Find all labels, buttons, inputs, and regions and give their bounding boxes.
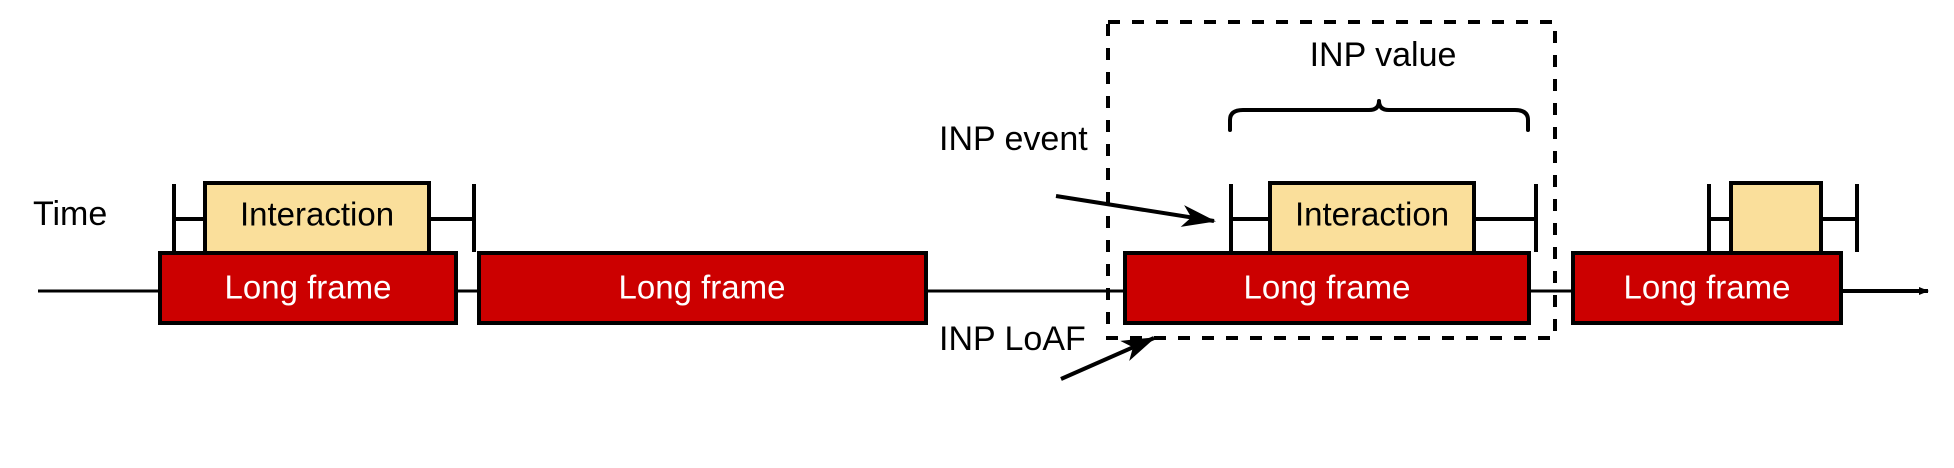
frame-group-1: Interaction Long frame bbox=[158, 181, 476, 325]
inp-event-label: INP event bbox=[939, 120, 1088, 158]
inp-region-dashed-box bbox=[1106, 20, 1557, 340]
interaction-box-3 bbox=[1268, 181, 1476, 255]
long-frame-label-1: Long frame bbox=[225, 269, 392, 306]
long-frame-box-2 bbox=[477, 251, 928, 325]
inp-value-brace bbox=[1228, 99, 1530, 132]
inp-event-arrow bbox=[1055, 194, 1216, 227]
interaction-box-label-1: Interaction bbox=[240, 196, 394, 233]
interaction-box-4 bbox=[1729, 181, 1823, 255]
long-frame-label-2: Long frame bbox=[619, 269, 786, 306]
long-frame-label-3: Long frame bbox=[1244, 269, 1411, 306]
long-frame-box-3 bbox=[1123, 251, 1531, 325]
inp-loaf-arrow bbox=[1060, 336, 1156, 381]
frame-group-2: Long frame bbox=[477, 251, 928, 325]
inp-value-label: INP value bbox=[1310, 36, 1457, 74]
interaction-box-label-3: Interaction bbox=[1295, 196, 1449, 233]
long-frame-box-1 bbox=[158, 251, 458, 325]
inp-value-annotation: INP value bbox=[1228, 36, 1530, 132]
frame-group-3: Interaction Long frame bbox=[1123, 181, 1538, 325]
time-axis-label: Time bbox=[33, 195, 107, 233]
long-frame-box-4 bbox=[1571, 251, 1843, 325]
long-frame-label-4: Long frame bbox=[1624, 269, 1791, 306]
inp-loaf-annotation: INP LoAF bbox=[939, 320, 1156, 381]
inp-loaf-label: INP LoAF bbox=[939, 320, 1086, 358]
inp-event-annotation: INP event bbox=[939, 120, 1216, 227]
timeline-axis: Time bbox=[33, 195, 1929, 295]
frame-group-4: Long frame bbox=[1571, 181, 1859, 325]
